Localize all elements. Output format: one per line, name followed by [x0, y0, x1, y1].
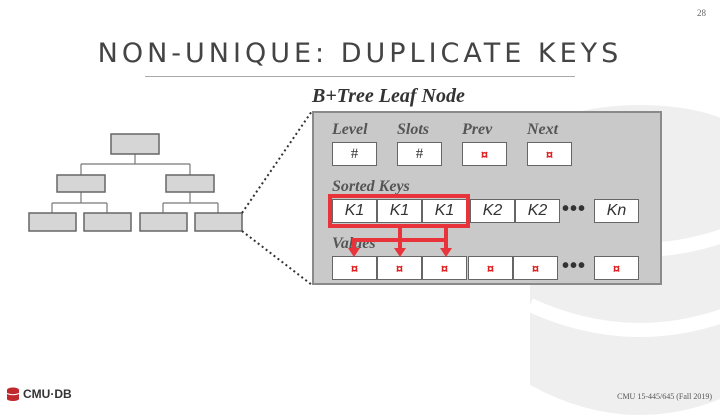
zoom-line-bottom	[241, 230, 313, 286]
leaf-node-heading: B+Tree Leaf Node	[312, 85, 465, 107]
slots-cell: #	[397, 142, 442, 166]
value-cell: ¤	[422, 256, 467, 280]
value-cell: ¤	[377, 256, 422, 280]
course-footer: CMU 15-445/645 (Fall 2019)	[617, 392, 712, 401]
key-cell: Kn	[594, 199, 639, 223]
bplus-tree-diagram	[28, 110, 313, 286]
tree-leaf-node	[194, 212, 243, 232]
slots-label: Slots	[397, 121, 430, 138]
tree-leaf-node	[139, 212, 188, 232]
slide-title: NON-UNIQUE: DUPLICATE KEYS	[97, 38, 623, 69]
key-cell: K1	[422, 199, 467, 223]
key-cell: K2	[470, 199, 515, 223]
zoom-line-top	[241, 110, 313, 214]
key-cell: K1	[332, 199, 377, 223]
value-cell: ¤	[468, 256, 513, 280]
next-pointer-cell: ¤	[527, 142, 572, 166]
logo-text: CMU·DB	[23, 387, 72, 401]
tree-inner-node	[165, 174, 215, 193]
tree-root-node	[110, 133, 160, 155]
prev-label: Prev	[462, 121, 493, 138]
key-cell: K2	[515, 199, 560, 223]
level-cell: #	[332, 142, 377, 166]
database-logo-icon	[6, 387, 20, 401]
page-number: 28	[697, 8, 706, 18]
value-cell: ¤	[513, 256, 558, 280]
values-ellipsis: •••	[562, 255, 587, 277]
values-label: Values	[332, 235, 376, 252]
sorted-keys-label: Sorted Keys	[332, 178, 410, 195]
value-cell: ¤	[332, 256, 377, 280]
level-label: Level	[332, 121, 368, 138]
tree-leaf-node	[83, 212, 132, 232]
title-divider	[145, 76, 575, 77]
tree-leaf-node	[28, 212, 77, 232]
keys-ellipsis: •••	[562, 198, 587, 220]
cmu-db-logo: CMU·DB	[6, 387, 72, 401]
prev-pointer-cell: ¤	[462, 142, 507, 166]
tree-inner-node	[56, 174, 106, 193]
key-cell: K1	[377, 199, 422, 223]
value-cell: ¤	[594, 256, 639, 280]
next-label: Next	[527, 121, 559, 138]
